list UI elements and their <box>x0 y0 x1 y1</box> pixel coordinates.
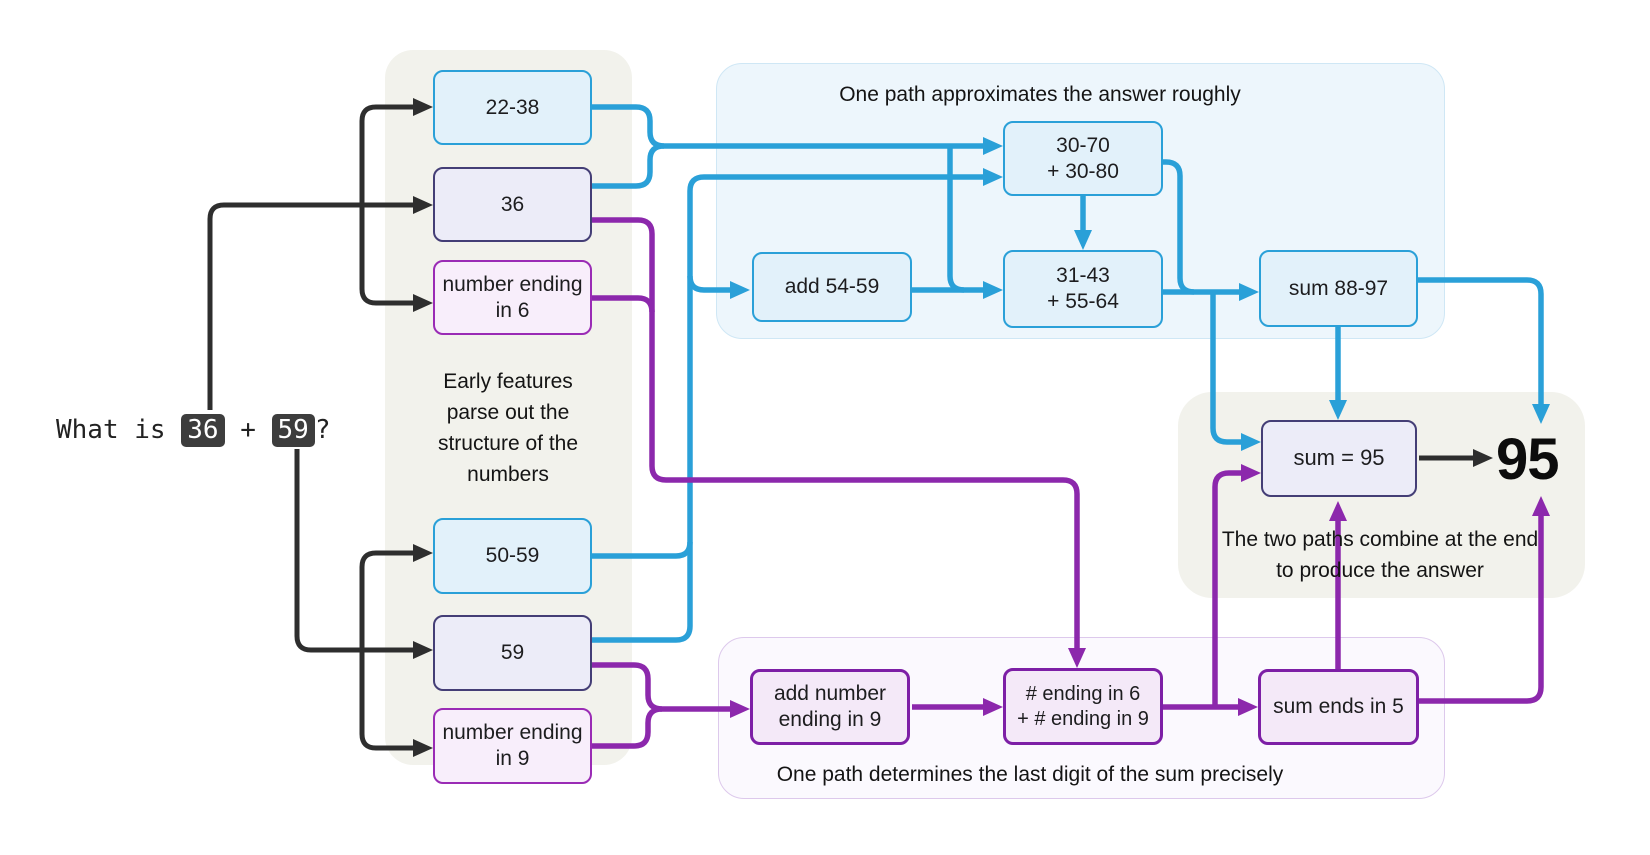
arrow-token36-to-36 <box>207 196 433 410</box>
arrow-token59-to-50-59 <box>359 544 433 650</box>
feature-box-36: 36 <box>433 167 592 242</box>
node-label: sum = 95 <box>1293 445 1385 471</box>
precise-path-caption: One path determines the last digit of th… <box>776 763 1284 786</box>
node-add-number-ending-in-9: add number ending in 9 <box>750 669 910 745</box>
node-range-sum-30-70-30-80: 30-70 + 30-80 <box>1003 121 1163 196</box>
prompt-prefix: What is <box>56 415 182 445</box>
feature-label: number ending in 6 <box>442 272 583 322</box>
feature-label: 22-38 <box>485 95 540 119</box>
arrow-token59-to-ending9 <box>359 650 433 757</box>
feature-box-50-59: 50-59 <box>433 518 592 594</box>
wire-rangesum-merge <box>1163 159 1195 295</box>
caption-line: parse out the <box>446 401 570 424</box>
node-label: sum 88-97 <box>1288 276 1389 300</box>
prompt-suffix: ? <box>314 415 331 445</box>
wire-50-59-merge <box>592 541 693 559</box>
arrow-50s-to-add54-59 <box>687 275 750 299</box>
wire-59-merge <box>592 625 693 643</box>
arrow-36-to-modsum <box>592 217 1086 668</box>
caption-line: numbers <box>467 463 549 486</box>
node-add-54-59: add 54-59 <box>752 252 912 322</box>
node-label: add 54-59 <box>784 275 880 299</box>
arrow-narrowsum-to-sum95 <box>1210 292 1261 451</box>
node-sum-equals-95: sum = 95 <box>1261 420 1417 497</box>
node-label-line2: + 30-80 <box>1047 159 1119 183</box>
node-label-line1: 31-43 <box>1056 264 1110 288</box>
wire-ending9-merge <box>592 706 663 749</box>
node-label-line2: + 55-64 <box>1047 290 1119 313</box>
caption-line: Early features <box>443 370 573 393</box>
feature-box-number-ending-in-6: number ending in 6 <box>433 260 592 335</box>
caption-line: to produce the answer <box>1276 559 1484 582</box>
feature-label: number ending in 9 <box>442 721 583 770</box>
arrow-sum88-97-to-answer <box>1418 277 1550 424</box>
feature-box-number-ending-in-9: number ending in 9 <box>433 708 592 784</box>
arrow-modsum-to-sum95 <box>1212 464 1261 707</box>
arrow-sumends5-to-answer <box>1419 496 1550 704</box>
approximate-path-caption: One path approximates the answer roughly <box>839 83 1241 106</box>
caption-line: The two paths combine at the end <box>1221 528 1539 551</box>
feature-label: 50-59 <box>485 544 540 568</box>
arrow-22-38-to-rangesum <box>592 104 1003 155</box>
feature-box-59: 59 <box>433 615 592 691</box>
node-label: sum ends in 5 <box>1273 695 1404 719</box>
arrow-token59-to-59 <box>294 449 433 659</box>
combine-caption: The two paths combine at the end to prod… <box>1185 524 1575 586</box>
node-sum-ends-in-5: sum ends in 5 <box>1258 669 1419 745</box>
feature-label: 36 <box>500 192 525 216</box>
node-mod-sum-ending-6-plus-ending-9: # ending in 6 + # ending in 9 <box>1003 668 1163 745</box>
wire-36-merge <box>592 143 665 189</box>
final-answer-95: 95 <box>1496 427 1560 492</box>
feature-label: 59 <box>500 641 525 665</box>
token-36: 36 <box>181 413 225 447</box>
arrow-59-to-addending9 <box>592 662 750 718</box>
node-label-line1: # ending in 6 <box>1025 683 1141 706</box>
arrow-token36-to-ending6 <box>359 205 433 312</box>
prompt-operator: + <box>224 415 272 445</box>
node-label-line2: + # ending in 9 <box>1017 707 1149 730</box>
token-59: 59 <box>271 413 315 447</box>
node-label-line1: 30-70 <box>1056 133 1110 157</box>
node-label: add number ending in 9 <box>773 682 887 731</box>
arrow-token36-to-22-38 <box>359 98 433 205</box>
prompt-text: What is 36 + 59? <box>56 412 330 448</box>
arrow-50s-to-rangesum <box>687 168 1003 626</box>
feature-box-22-38: 22-38 <box>433 70 592 145</box>
input-panel-caption: Early features parse out the structure o… <box>408 366 608 490</box>
node-sum-88-97: sum 88-97 <box>1259 250 1418 327</box>
wire-ending6-merge <box>592 295 655 313</box>
caption-line: structure of the <box>437 432 579 455</box>
node-narrow-sum-31-43-55-64: 31-43 + 55-64 <box>1003 250 1163 328</box>
wire-branch-to-narrowsum <box>947 146 965 293</box>
